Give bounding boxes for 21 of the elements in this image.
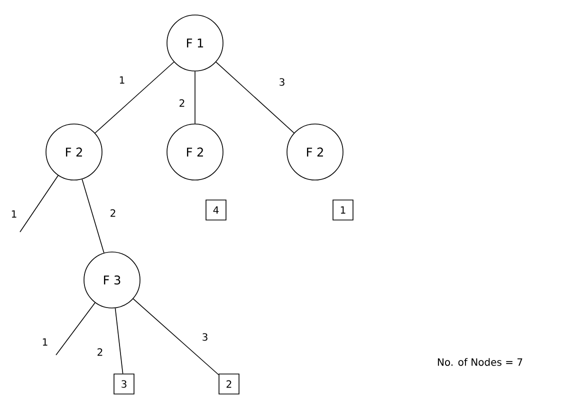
edge-label: 2	[96, 347, 104, 357]
connector-line	[56, 302, 96, 356]
connector-line	[114, 308, 124, 374]
edge-label: 1	[40, 337, 50, 347]
connector-line	[94, 62, 174, 134]
leaf-value-box: 4	[206, 200, 226, 220]
edge-label: 1	[118, 75, 126, 85]
connector-line	[82, 178, 104, 254]
edge-label: 3	[200, 332, 210, 342]
edge-label: 3	[278, 77, 286, 87]
leaf-value-box: 2	[218, 374, 240, 394]
edge-label: 2	[108, 208, 118, 218]
connector-line	[132, 298, 219, 376]
connector-line	[194, 71, 196, 124]
leaf-value-box: 3	[114, 374, 134, 394]
leaf-value-box: 1	[332, 200, 354, 220]
connector-line	[216, 62, 294, 134]
edge-label: 1	[10, 209, 18, 219]
node-count-note: No. of Nodes = 7	[438, 358, 522, 366]
connector-line	[20, 175, 59, 232]
edge-label: 2	[178, 98, 186, 108]
